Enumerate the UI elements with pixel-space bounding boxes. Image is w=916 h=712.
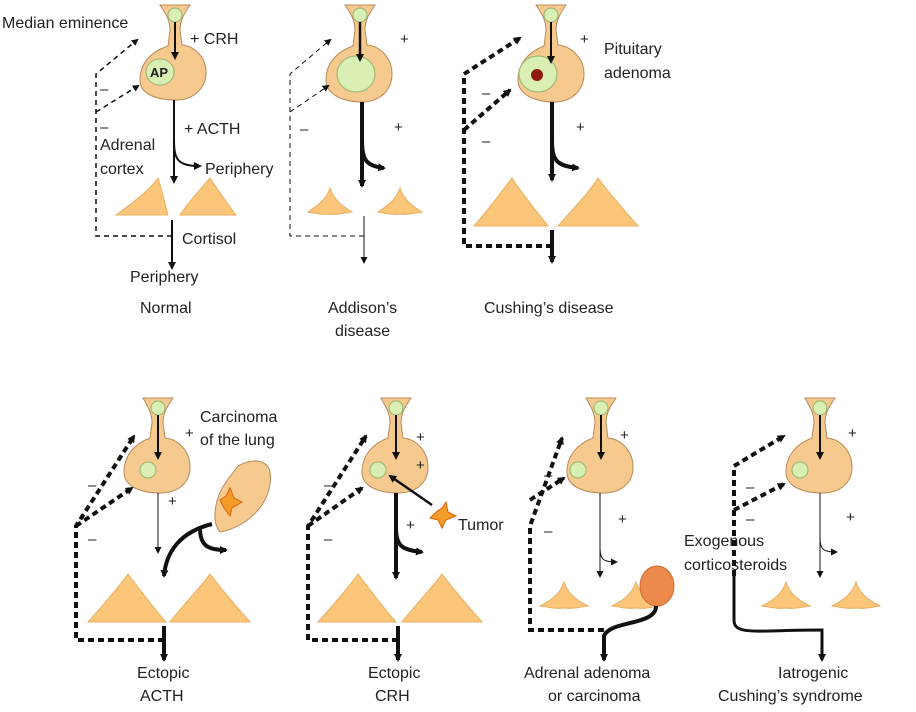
sign-minus-1: – bbox=[544, 467, 553, 484]
label-ap: AP bbox=[150, 65, 168, 80]
panel-title-addisons-2: disease bbox=[335, 323, 390, 340]
anterior-pituitary-cell bbox=[791, 461, 809, 479]
panel-title-ectopic-acth-1: Ectopic bbox=[137, 665, 189, 682]
panel-iatrogenic: + – – + Exogenous corticosteroids Iatrog… bbox=[684, 397, 882, 705]
sign-plus-2: + bbox=[846, 509, 855, 526]
adrenal-gland-left bbox=[114, 176, 169, 216]
sign-plus-2: + bbox=[168, 493, 177, 510]
anterior-pituitary-cell bbox=[139, 461, 157, 479]
sign-plus-1: + bbox=[620, 427, 629, 444]
label-cortisol: Cortisol bbox=[182, 231, 236, 248]
adrenal-gland-right bbox=[400, 573, 484, 623]
label-corticosteroids: corticosteroids bbox=[684, 557, 787, 574]
adrenal-gland-right bbox=[830, 580, 882, 609]
sign-plus-1: + bbox=[185, 425, 194, 442]
panel-addisons: + – + Addison’s disease bbox=[289, 4, 424, 340]
label-pituitary: Pituitary bbox=[604, 41, 662, 58]
panel-title-ectopic-acth-2: ACTH bbox=[140, 688, 184, 705]
adrenal-gland-left bbox=[316, 573, 398, 623]
sign-minus-2: – bbox=[324, 531, 333, 548]
sign-plus-1: + bbox=[848, 425, 857, 442]
panel-title-adrenal-adenoma-2: or carcinoma bbox=[548, 688, 641, 705]
label-of-the-lung: of the lung bbox=[200, 432, 275, 449]
panel-normal: Median eminence + CRH AP + ACTH – – Adre… bbox=[2, 4, 273, 317]
anterior-pituitary-cell bbox=[145, 58, 175, 86]
panel-title-iatrogenic-1: Iatrogenic bbox=[778, 665, 848, 682]
label-periphery-right: Periphery bbox=[205, 161, 273, 178]
panel-title-adrenal-adenoma-1: Adrenal adenoma bbox=[524, 665, 650, 682]
anterior-pituitary-cell bbox=[336, 55, 376, 93]
sign-plus-2: + bbox=[416, 457, 425, 474]
label-periphery-bottom: Periphery bbox=[130, 269, 198, 286]
sign-plus-2: + bbox=[576, 119, 585, 136]
sign-plus-1: + bbox=[416, 429, 425, 446]
hypothalamic-neuron bbox=[593, 400, 609, 416]
hypothalamic-neuron bbox=[150, 400, 166, 416]
panel-ectopic-crh: + – + – + Tumor Ectopic CRH bbox=[306, 397, 504, 705]
adrenal-mass bbox=[639, 565, 675, 607]
sign-plus-3: + bbox=[406, 517, 415, 534]
sign-minus-2: – bbox=[544, 523, 553, 540]
sign-plus-1: + bbox=[400, 31, 409, 48]
label-carcinoma: Carcinoma bbox=[200, 409, 277, 426]
adrenal-gland-left bbox=[760, 580, 812, 609]
adrenal-gland-left bbox=[86, 573, 168, 623]
sign-minus-2: – bbox=[88, 531, 97, 548]
label-tumor: Tumor bbox=[458, 517, 504, 534]
adrenal-gland-right bbox=[179, 177, 238, 216]
sign-minus-2: – bbox=[100, 119, 109, 136]
anterior-pituitary-cell bbox=[369, 461, 387, 479]
panel-cushings-disease: + – – + Pituitary adenoma Cushing’s dise… bbox=[462, 4, 671, 317]
sign-minus-1: – bbox=[746, 479, 755, 496]
label-exogenous: Exogenous bbox=[684, 533, 764, 550]
panel-title-iatrogenic-2: Cushing’s syndrome bbox=[718, 688, 863, 705]
sign-minus-2: – bbox=[746, 511, 755, 528]
adrenal-gland-left bbox=[538, 580, 590, 609]
anterior-pituitary-cell bbox=[569, 461, 587, 479]
sign-minus-1: – bbox=[88, 477, 97, 494]
adrenal-gland-left bbox=[472, 177, 550, 227]
hypothalamic-neuron bbox=[543, 7, 559, 23]
sign-minus-1: – bbox=[100, 81, 109, 98]
adenoma-dot bbox=[531, 69, 543, 81]
sign-plus-1: + bbox=[580, 31, 589, 48]
lung-carcinoma bbox=[219, 486, 244, 518]
hypothalamic-neuron bbox=[388, 400, 404, 416]
panel-title-cushings-disease: Cushing’s disease bbox=[484, 300, 614, 317]
sign-minus-1: – bbox=[482, 85, 491, 102]
label-crh: + CRH bbox=[190, 31, 238, 48]
sign-plus-2: + bbox=[618, 511, 627, 528]
hypothalamic-neuron bbox=[812, 400, 828, 416]
panel-adrenal-adenoma: + – – + Adrenal adenoma or carcinoma bbox=[524, 397, 675, 705]
label-cortex: cortex bbox=[100, 161, 144, 178]
adrenal-gland-left bbox=[306, 186, 354, 215]
label-acth: + ACTH bbox=[184, 121, 240, 138]
sign-minus-2: – bbox=[482, 133, 491, 150]
sign-minus-1: – bbox=[300, 121, 309, 138]
panel-title-addisons-1: Addison’s bbox=[328, 300, 397, 317]
pituitary-gland bbox=[139, 4, 207, 101]
panel-ectopic-acth: + – – + Carcinoma of the lung Ectopic AC… bbox=[74, 397, 277, 705]
panel-title-ectopic-crh-1: Ectopic bbox=[368, 665, 420, 682]
sign-plus-2: + bbox=[394, 119, 403, 136]
hypothalamic-neuron bbox=[352, 7, 368, 23]
tumor bbox=[429, 500, 458, 530]
panel-title-normal: Normal bbox=[140, 300, 192, 317]
label-median-eminence: Median eminence bbox=[2, 15, 128, 32]
adrenal-gland-right bbox=[556, 177, 640, 227]
adrenal-gland-right bbox=[376, 186, 424, 215]
panel-title-ectopic-crh-2: CRH bbox=[375, 688, 410, 705]
sign-minus-1: – bbox=[324, 477, 333, 494]
label-adrenal: Adrenal bbox=[100, 137, 155, 154]
label-adenoma: adenoma bbox=[604, 65, 671, 82]
adrenal-gland-right bbox=[168, 573, 252, 623]
hypothalamic-neuron bbox=[167, 7, 183, 23]
lung bbox=[214, 460, 271, 533]
